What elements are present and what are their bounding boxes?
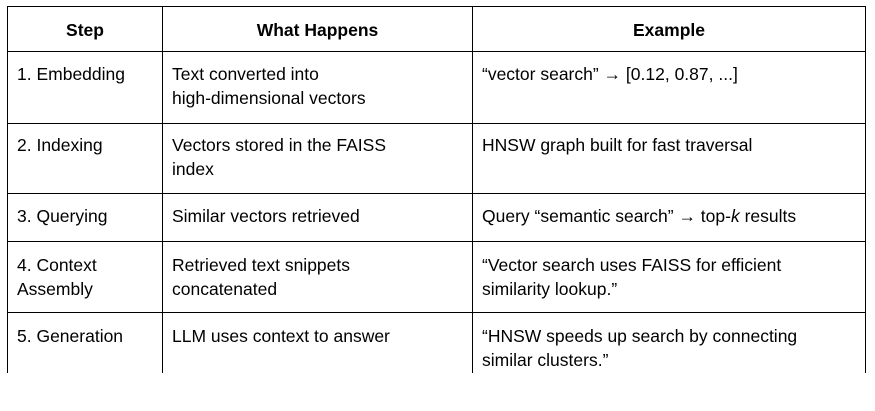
step-text: 1. Embedding (17, 64, 125, 84)
step-cell: 4. Context Assembly (7, 241, 163, 313)
what-text: Vectors stored in the FAISS (172, 135, 386, 155)
step-cell: 2. Indexing (7, 123, 163, 194)
example-text: similar clusters.” (482, 350, 609, 370)
example-cell: “vector search” → [0.12, 0.87, ...] (472, 51, 866, 124)
example-cell: HNSW graph built for fast traversal (472, 123, 866, 194)
table-header-row: Step What Happens Example (7, 6, 866, 52)
header-step: Step (7, 6, 163, 52)
example-text: “Vector search uses FAISS for efficient (482, 255, 782, 275)
what-text: Text converted into (172, 64, 319, 84)
steps-table: Step What Happens Example 1. Embedding T… (7, 6, 866, 373)
what-text: LLM uses context to answer (172, 326, 390, 346)
table-row: 5. Generation LLM uses context to answer… (7, 312, 866, 373)
example-text: HNSW graph built for fast traversal (482, 135, 753, 155)
example-text: Query “semantic search” → top-k results (482, 204, 856, 228)
example-text-part: Query “semantic search” → top- (482, 206, 731, 226)
table-row: 4. Context Assembly Retrieved text snipp… (7, 241, 866, 313)
example-text: “HNSW speeds up search by connecting (482, 326, 798, 346)
example-cell: “HNSW speeds up search by connecting sim… (472, 312, 866, 373)
what-text: index (172, 159, 214, 179)
what-text: Similar vectors retrieved (172, 206, 360, 226)
step-text: 2. Indexing (17, 135, 103, 155)
example-text-part: results (739, 206, 797, 226)
example-text: similarity lookup.” (482, 279, 618, 299)
table-row: 1. Embedding Text converted into high-di… (7, 51, 866, 124)
what-text: concatenated (172, 279, 278, 299)
what-cell: Vectors stored in the FAISS index (162, 123, 473, 194)
what-text: high-dimensional vectors (172, 88, 366, 108)
what-cell: Similar vectors retrieved (162, 193, 473, 242)
header-what-happens: What Happens (162, 6, 473, 52)
example-cell: Query “semantic search” → top-k results (472, 193, 866, 242)
step-text: 4. Context (17, 255, 97, 275)
step-cell: 1. Embedding (7, 51, 163, 124)
example-text: “vector search” → [0.12, 0.87, ...] (482, 64, 738, 84)
what-text: Retrieved text snippets (172, 255, 351, 275)
what-cell: LLM uses context to answer (162, 312, 473, 373)
step-text: Assembly (17, 279, 93, 299)
table-row: 2. Indexing Vectors stored in the FAISS … (7, 123, 866, 194)
example-cell: “Vector search uses FAISS for efficient … (472, 241, 866, 313)
what-cell: Text converted into high-dimensional vec… (162, 51, 473, 124)
step-cell: 3. Querying (7, 193, 163, 242)
table-row: 3. Querying Similar vectors retrieved Qu… (7, 193, 866, 242)
step-cell: 5. Generation (7, 312, 163, 373)
step-text: 3. Querying (17, 206, 108, 226)
example-text-italic: k (730, 206, 740, 226)
step-text: 5. Generation (17, 326, 124, 346)
header-example: Example (472, 6, 866, 52)
what-cell: Retrieved text snippets concatenated (162, 241, 473, 313)
